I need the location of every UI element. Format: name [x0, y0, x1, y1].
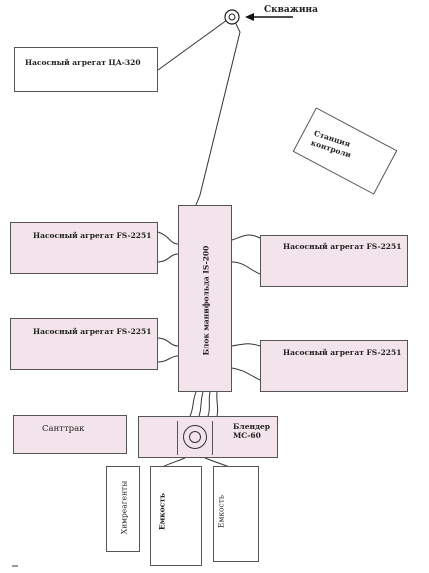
sanitrak-label: Санттрак	[42, 424, 85, 434]
pump-unit-left-1: Насосный агрегат FS-2251	[10, 222, 158, 274]
pump-unit-right-2-label: Насосный агрегат FS-2251	[283, 348, 402, 357]
manifold-block: Блок манифольда IS-200	[178, 205, 232, 392]
control-station-label: Станция контроли	[309, 128, 353, 160]
pump-unit-left-1-label: Насосный агрегат FS-2251	[33, 231, 152, 240]
manifold-label: Блок манифольда IS-200	[201, 245, 211, 356]
pump-unit-right-1: Насосный агрегат FS-2251	[260, 235, 408, 287]
tank-1-label: Емкость	[157, 493, 167, 530]
pump-left-2-hose-a	[157, 337, 179, 347]
well-to-pump-top-line	[157, 19, 228, 71]
manifold-blender-hose-1	[189, 391, 197, 417]
pump-unit-top: Насосный агрегат ЦА-320	[14, 47, 158, 92]
pump-left-1-hose-b	[157, 253, 179, 263]
pump-unit-top-label: Насосный агрегат ЦА-320	[25, 58, 141, 67]
pump-left-2-hose-b	[157, 355, 179, 363]
blender-mixer-outer	[183, 425, 207, 449]
tank-2-label: Емкость	[216, 495, 226, 528]
pump-right-1-hose-a	[231, 234, 261, 241]
well-to-manifold-line	[195, 19, 241, 206]
manifold-blender-hose-3	[207, 391, 211, 417]
chemicals-unit: Химреагенты	[106, 466, 140, 552]
pump-left-1-hose-a	[157, 231, 179, 245]
blender-tub-section	[177, 421, 213, 455]
pump-right-2-hose-a	[231, 343, 261, 347]
sanitrak-unit: Санттрак	[13, 415, 127, 454]
tank-2: Емкость	[213, 466, 259, 562]
blender-label: Блендер МС-60	[233, 422, 270, 440]
pump-unit-left-2-label: Насосный агрегат FS-2251	[33, 327, 152, 336]
pump-right-2-hose-b	[231, 367, 261, 381]
pump-unit-right-1-label: Насосный агрегат FS-2251	[283, 242, 402, 251]
pump-right-1-hose-b	[231, 261, 261, 275]
tank-1: Емкость	[150, 466, 202, 566]
blender-unit: Блендер МС-60	[138, 416, 278, 458]
chemicals-label: Химреагенты	[119, 480, 129, 535]
blender-mixer-inner	[189, 431, 201, 443]
pump-unit-right-2: Насосный агрегат FS-2251	[260, 340, 408, 392]
well-symbol-inner	[228, 13, 236, 21]
well-arrow-head	[245, 13, 254, 21]
pump-unit-left-2: Насосный агрегат FS-2251	[10, 318, 158, 370]
manifold-blender-hose-2	[198, 391, 204, 417]
manifold-blender-hose-4	[216, 391, 219, 417]
well-label: Скважина	[264, 5, 318, 15]
